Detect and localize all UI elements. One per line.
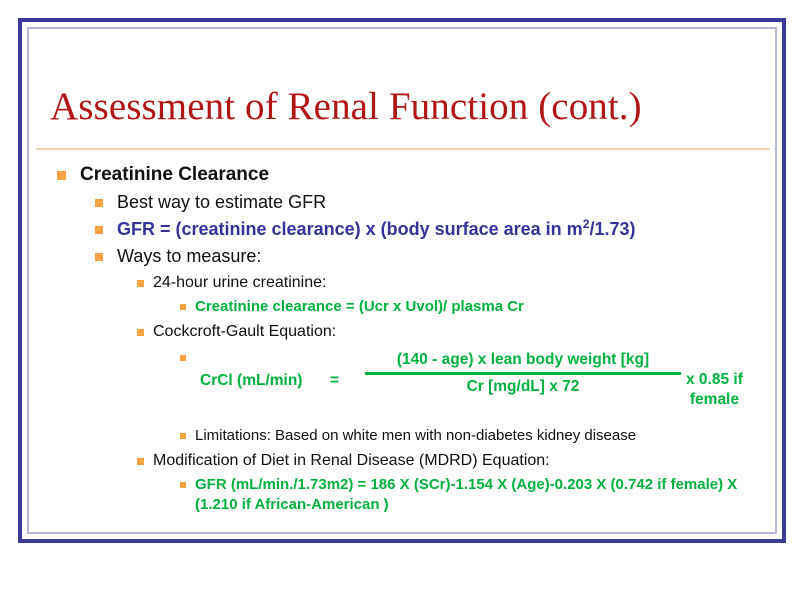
formula-female-multiplier: x 0.85 if female (686, 370, 743, 410)
bullet-square-icon (180, 355, 186, 361)
bullet-item-gfr-formula: GFR = (creatinine clearance) x (body sur… (0, 217, 800, 241)
bullet-text: Creatinine Clearance (80, 164, 270, 185)
bullet-item-creatinine-clearance-formula: Creatinine clearance = (Ucr x Uvol)/ pla… (0, 297, 800, 317)
bullet-text: Modification of Diet in Renal Disease (M… (153, 452, 550, 469)
bullet-item-creatinine-clearance: Creatinine Clearance (0, 162, 800, 187)
bullet-square-icon (95, 253, 103, 261)
slide-outer-border (18, 18, 786, 543)
bullet-text: Ways to measure: (117, 246, 262, 266)
formula-fraction-bar (365, 372, 681, 375)
bullet-square-icon (95, 199, 103, 207)
formula-fraction: (140 - age) x lean body weight [kg] Cr [… (365, 350, 681, 397)
bullet-square-icon (180, 482, 186, 488)
bullet-square-icon (137, 280, 144, 287)
bullet-text: Limitations: Based on white men with non… (195, 427, 637, 444)
formula-numerator: (140 - age) x lean body weight [kg] (396, 351, 650, 368)
bullet-square-icon (180, 304, 186, 310)
gfr-formula-superscript: 2 (582, 217, 590, 231)
bullet-square-icon (95, 226, 103, 234)
bullet-item-ways-to-measure: Ways to measure: (0, 244, 800, 268)
bullet-item-urine-creatinine: 24-hour urine creatinine: (0, 272, 800, 293)
formula-equals-sign: = (330, 372, 340, 389)
formula-body: CrCl (mL/min) = (140 - age) x lean body … (0, 348, 800, 422)
gfr-formula-pre: GFR = (creatinine clearance) x (body sur… (117, 219, 583, 239)
formula-female-multiplier-line2: female (689, 391, 739, 408)
bullet-text: 24-hour urine creatinine: (153, 274, 327, 291)
formula-female-multiplier-line1: x 0.85 if (686, 371, 743, 388)
bullet-item-cockcroft-gault: Cockcroft-Gault Equation: (0, 321, 800, 342)
bullet-text: Best way to estimate GFR (117, 192, 327, 212)
page-title: Assessment of Renal Function (cont.) (50, 85, 642, 128)
bullet-text: Cockcroft-Gault Equation: (153, 323, 337, 340)
bullet-item-best-way: Best way to estimate GFR (0, 190, 800, 214)
formula-denominator: Cr [mg/dL] x 72 (466, 378, 580, 395)
slide-body: Creatinine Clearance Best way to estimat… (0, 160, 800, 515)
bullet-square-icon (137, 458, 144, 465)
bullet-square-icon (137, 329, 144, 336)
formula-left-side: CrCl (mL/min) (200, 372, 303, 389)
bullet-text: GFR (mL/min./1.73m2) = 186 X (SCr)-1.154… (195, 476, 738, 513)
bullet-item-limitations: Limitations: Based on white men with non… (0, 426, 800, 446)
bullet-item-mdrd: Modification of Diet in Renal Disease (M… (0, 450, 800, 471)
title-divider (36, 148, 770, 150)
bullet-text: Creatinine clearance = (Ucr x Uvol)/ pla… (195, 298, 524, 315)
slide-inner-border (27, 27, 777, 534)
gfr-formula-post: /1.73) (589, 219, 636, 239)
cockcroft-gault-formula: CrCl (mL/min) = (140 - age) x lean body … (0, 348, 800, 422)
bullet-square-icon (180, 433, 186, 439)
bullet-item-mdrd-formula: GFR (mL/min./1.73m2) = 186 X (SCr)-1.154… (0, 475, 800, 515)
bullet-square-icon (57, 171, 66, 180)
bullet-text: GFR = (creatinine clearance) x (body sur… (117, 217, 800, 241)
